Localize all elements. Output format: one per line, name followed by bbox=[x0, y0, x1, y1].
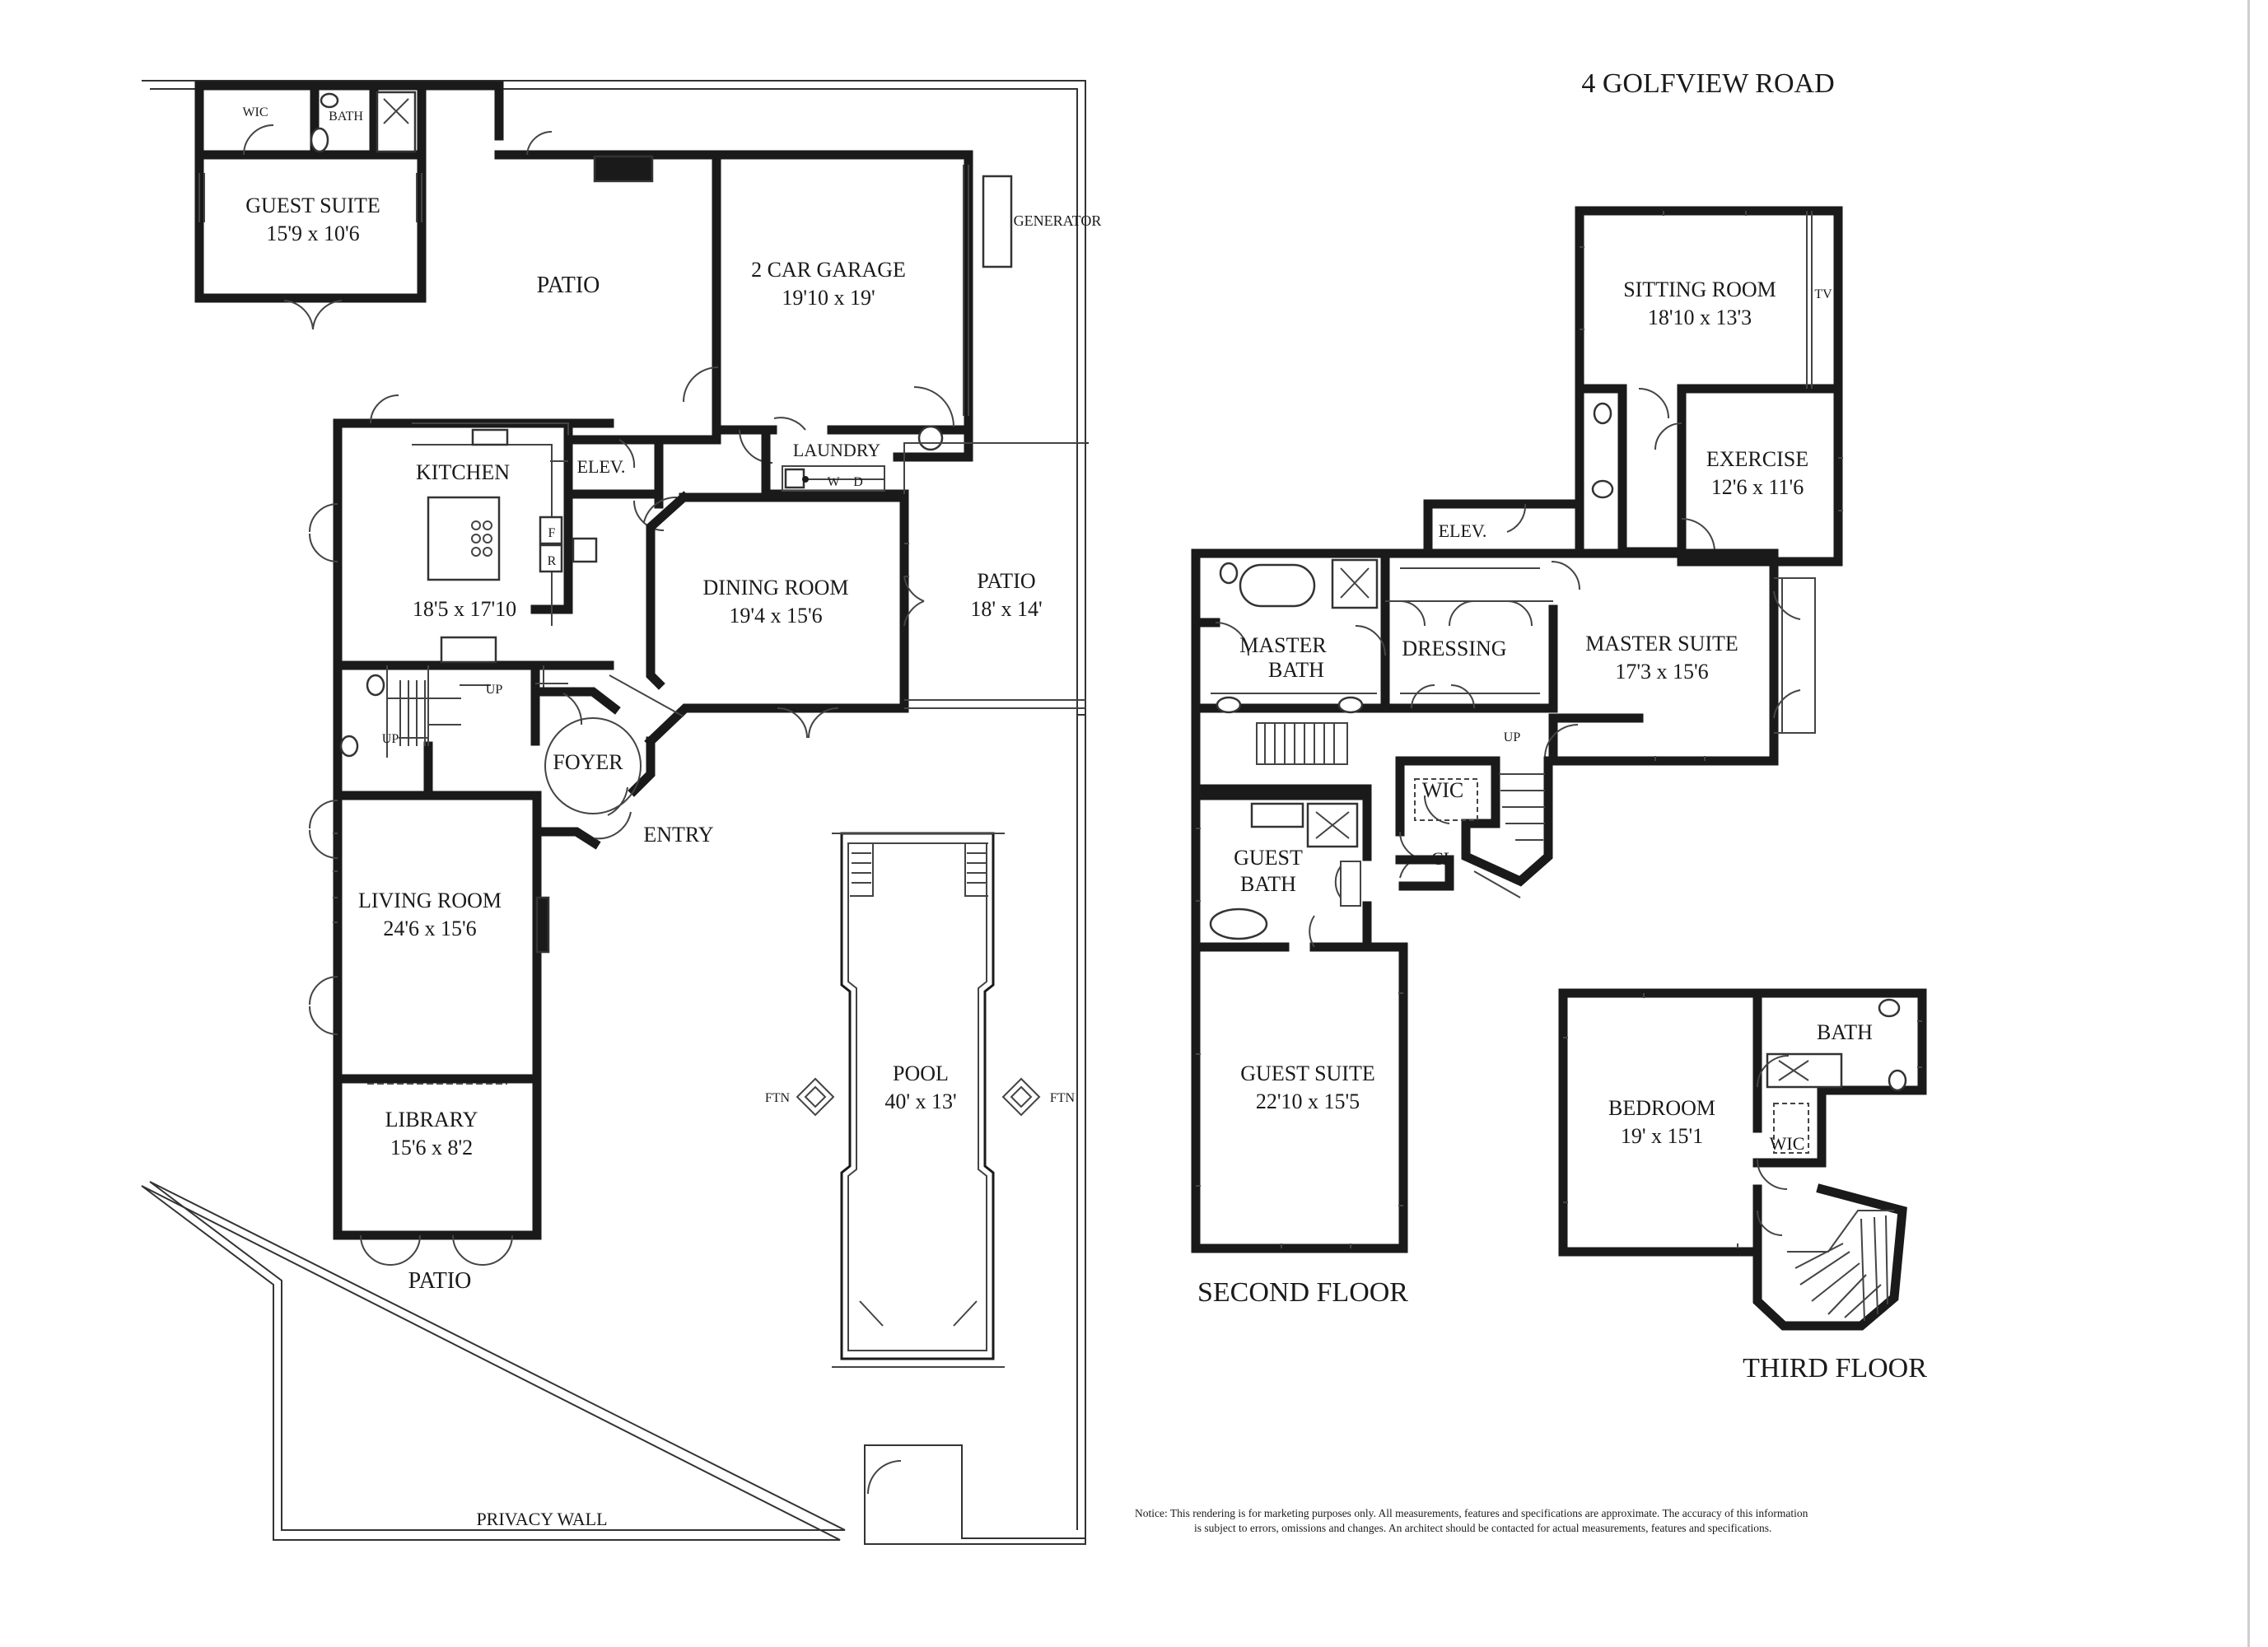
foyer-label: FOYER bbox=[553, 750, 623, 774]
stair-up-2-label: UP bbox=[1504, 730, 1521, 744]
scan-edge bbox=[2247, 0, 2250, 1647]
second-floor bbox=[1191, 206, 1843, 1253]
dryer-label: D bbox=[853, 475, 863, 489]
second-floor-label: SECOND FLOOR bbox=[1197, 1277, 1408, 1308]
bedroom-label: BEDROOM bbox=[1608, 1096, 1715, 1120]
guest-bath-label-2: BATH bbox=[1240, 872, 1296, 896]
library-walls bbox=[333, 1074, 542, 1240]
bath-3-label: BATH bbox=[1817, 1020, 1873, 1044]
bath-label: BATH bbox=[329, 110, 363, 124]
master-bath-label-2: BATH bbox=[1268, 658, 1324, 682]
dining-room-label: DINING ROOM bbox=[703, 576, 849, 600]
library-size: 15'6 x 8'2 bbox=[390, 1136, 473, 1159]
closet-label: CL bbox=[1431, 848, 1454, 869]
pool-label: POOL bbox=[893, 1061, 949, 1085]
fridge-r-label: R bbox=[548, 554, 557, 568]
guest-bath-label-1: GUEST bbox=[1234, 846, 1303, 870]
sitting-room-size: 18'10 x 13'3 bbox=[1648, 306, 1752, 329]
dressing-label: DRESSING bbox=[1402, 637, 1506, 660]
exercise-label: EXERCISE bbox=[1706, 447, 1808, 471]
side-patio-outline bbox=[903, 442, 1085, 709]
guest-suite-2-walls bbox=[1191, 881, 1454, 1253]
dining-room-size: 19'4 x 15'6 bbox=[729, 604, 822, 628]
patio-top-label: PATIO bbox=[537, 273, 600, 298]
first-floor bbox=[141, 80, 1089, 1545]
wic-label: WIC bbox=[242, 105, 268, 119]
entry-label: ENTRY bbox=[643, 823, 713, 847]
stair-up-label-2: UP bbox=[382, 732, 399, 746]
pool-size: 40' x 13' bbox=[884, 1089, 956, 1113]
fountain-right-label: FTN bbox=[1050, 1091, 1076, 1105]
guest-suite-size: 15'9 x 10'6 bbox=[266, 222, 359, 245]
wic-3-label: WIC bbox=[1770, 1133, 1805, 1154]
living-room-size: 24'6 x 15'6 bbox=[383, 917, 476, 940]
exercise-size: 12'6 x 11'6 bbox=[1711, 475, 1804, 499]
page-title: 4 GOLFVIEW ROAD bbox=[1581, 68, 1834, 99]
property-outline bbox=[141, 80, 1086, 1545]
bedroom-size: 19' x 15'1 bbox=[1621, 1124, 1703, 1148]
notice-line-2: is subject to errors, omissions and chan… bbox=[1194, 1522, 1771, 1534]
guest-suite-2-label: GUEST SUITE bbox=[1240, 1061, 1374, 1085]
notice-line-1: Notice: This rendering is for marketing … bbox=[1135, 1507, 1808, 1519]
kitchen-size: 18'5 x 17'10 bbox=[413, 597, 516, 621]
master-bath-label-1: MASTER bbox=[1239, 633, 1327, 657]
guest-suite-label: GUEST SUITE bbox=[245, 194, 380, 217]
elevator-label: ELEV. bbox=[577, 456, 626, 477]
generator-label: GENERATOR bbox=[1014, 212, 1102, 229]
sitting-room-label: SITTING ROOM bbox=[1623, 278, 1776, 301]
fountain-left-label: FTN bbox=[765, 1091, 791, 1105]
wic-2-label: WIC bbox=[1422, 778, 1464, 802]
side-patio-label: PATIO bbox=[977, 569, 1035, 593]
tv-label: TV bbox=[1814, 287, 1832, 301]
washer-label: W bbox=[827, 475, 840, 489]
sitting-room-walls bbox=[1575, 206, 1843, 567]
master-suite-label: MASTER SUITE bbox=[1585, 632, 1738, 656]
garage-size: 19'10 x 19' bbox=[782, 286, 875, 310]
fridge-f-label: F bbox=[548, 526, 556, 540]
third-floor-label: THIRD FLOOR bbox=[1743, 1353, 1927, 1383]
library-label: LIBRARY bbox=[385, 1108, 478, 1131]
elevator-2-label: ELEV. bbox=[1439, 520, 1487, 541]
master-suite-size: 17'3 x 15'6 bbox=[1615, 660, 1708, 684]
privacy-wall-label: PRIVACY WALL bbox=[476, 1509, 607, 1529]
kitchen-label: KITCHEN bbox=[416, 460, 510, 484]
pool-outline bbox=[840, 832, 995, 1360]
laundry-label: LAUNDRY bbox=[793, 440, 880, 460]
living-room-label: LIVING ROOM bbox=[358, 889, 502, 912]
garage-label: 2 CAR GARAGE bbox=[751, 258, 906, 282]
stair-up-label: UP bbox=[486, 683, 503, 697]
guest-bath-walls bbox=[1191, 791, 1372, 952]
guest-suite-2-size: 22'10 x 15'5 bbox=[1256, 1089, 1360, 1113]
patio-bottom-label: PATIO bbox=[408, 1268, 472, 1294]
third-floor bbox=[1558, 988, 1927, 1331]
bedroom-walls bbox=[1558, 988, 1927, 1257]
foyer-walls bbox=[532, 687, 656, 850]
side-patio-size: 18' x 14' bbox=[970, 597, 1042, 621]
